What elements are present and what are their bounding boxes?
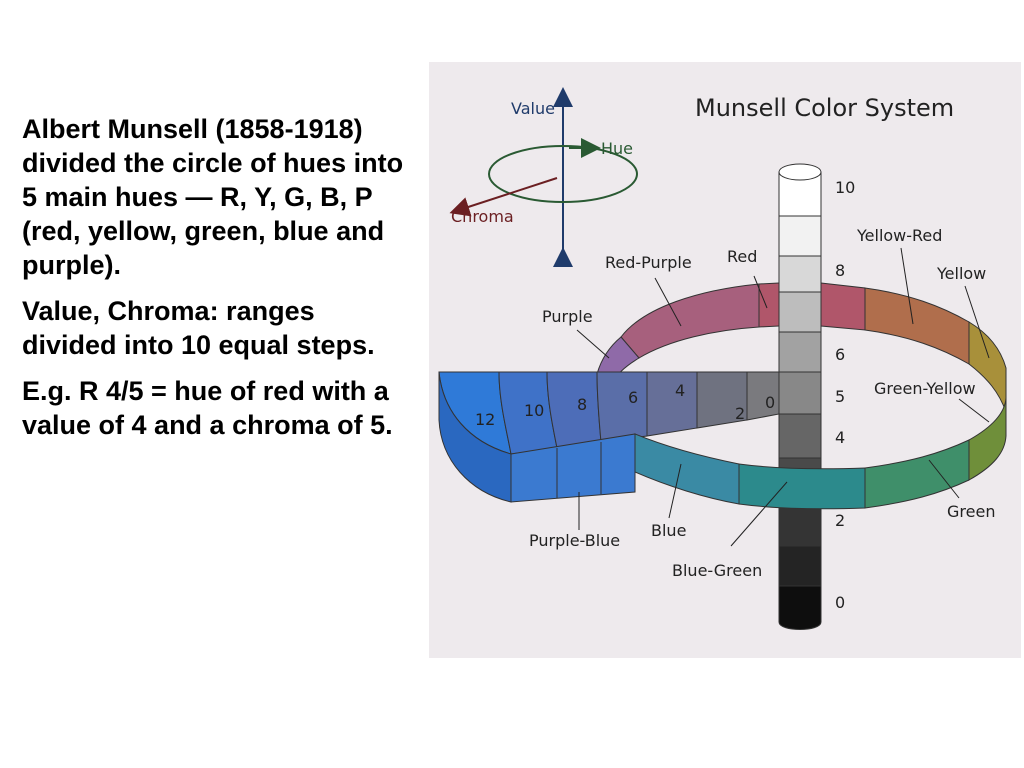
hue-label-green-yellow: Green-Yellow <box>874 379 976 398</box>
ring-segment-green <box>864 439 970 509</box>
legend-value-label: Value <box>511 99 555 118</box>
leader-yellow <box>964 285 990 359</box>
value-step-9 <box>778 215 822 257</box>
ring-segment-red-purple <box>620 283 760 359</box>
chroma-label-8: 8 <box>577 395 587 414</box>
axis-legend: Value Hue Chroma <box>449 87 638 267</box>
leader-green <box>928 459 960 499</box>
paragraph-value-chroma: Value, Chroma: ranges divided into 10 eq… <box>22 296 375 360</box>
leader-blue <box>668 463 682 519</box>
leader-green-yellow <box>958 398 990 423</box>
legend-chroma-label: Chroma <box>451 207 514 226</box>
ring-segment-green-yellow <box>968 397 1007 481</box>
value-step-8 <box>778 255 822 293</box>
hue-ring-front <box>634 397 1007 510</box>
chroma-band-0 <box>746 371 780 421</box>
ring-segment-yellow <box>968 321 1007 413</box>
hue-label-blue: Blue <box>651 521 686 540</box>
ring-segment-blue-green <box>738 463 866 510</box>
value-column-top <box>778 163 822 181</box>
ring-segment-blue <box>634 433 740 505</box>
chroma-band-4 <box>646 371 698 437</box>
leader-blue-green <box>730 481 788 547</box>
chroma-label-0: 0 <box>765 393 775 412</box>
value-label-6: 6 <box>835 345 845 364</box>
leader-red-purple <box>654 277 682 327</box>
chroma-slab <box>438 371 780 503</box>
chroma-band-8 <box>546 371 602 449</box>
leader-yellow-red <box>900 247 914 325</box>
chroma-label-2: 2 <box>735 404 745 423</box>
value-step-2 <box>778 501 822 547</box>
value-label-8: 8 <box>835 261 845 280</box>
chroma-label-10: 10 <box>524 401 544 420</box>
leader-red <box>753 275 768 309</box>
value-label-10: 10 <box>835 178 855 197</box>
chroma-label-6: 6 <box>628 388 638 407</box>
hue-label-yellow-red: Yellow-Red <box>856 226 942 245</box>
hue-labels: Red Red-Purple Purple Yellow-Red Yellow … <box>529 226 995 580</box>
hue-label-green: Green <box>947 502 995 521</box>
value-step-0 <box>778 585 822 630</box>
ring-segment-red-right <box>820 282 866 331</box>
chroma-label-4: 4 <box>675 381 685 400</box>
chroma-scale: 12 10 8 6 4 2 0 <box>475 381 775 429</box>
legend-hue-label: Hue <box>601 139 633 158</box>
hue-label-purple-blue: Purple-Blue <box>529 531 620 550</box>
hue-label-blue-green: Blue-Green <box>672 561 762 580</box>
chroma-axis-arrow <box>449 177 558 217</box>
munsell-diagram: Munsell Color System Value Hue Chroma <box>429 62 1021 658</box>
value-scale: 10 8 6 5 4 2 0 <box>835 178 855 612</box>
value-label-5: 5 <box>835 387 845 406</box>
leader-purple <box>576 329 610 359</box>
chroma-band-6 <box>596 371 648 443</box>
value-label-2: 2 <box>835 511 845 530</box>
value-step-5 <box>778 371 822 415</box>
hue-label-yellow: Yellow <box>936 264 986 283</box>
munsell-diagram-svg: Munsell Color System Value Hue Chroma <box>438 87 1007 630</box>
value-label-0: 0 <box>835 593 845 612</box>
hue-label-red-purple: Red-Purple <box>605 253 692 272</box>
diagram-title: Munsell Color System <box>695 94 954 122</box>
value-step-6 <box>778 331 822 373</box>
hue-label-purple: Purple <box>542 307 593 326</box>
value-step-7 <box>778 291 822 333</box>
ring-segment-yellow-red <box>864 287 970 365</box>
value-step-1 <box>778 545 822 587</box>
value-label-4: 4 <box>835 428 845 447</box>
value-column <box>778 163 822 630</box>
hue-label-red: Red <box>727 247 757 266</box>
slide-text: Albert Munsell (1858-1918) divided the c… <box>22 112 412 454</box>
hue-circle-arrow <box>488 145 638 203</box>
paragraph-example: E.g. R 4/5 = hue of red with a value of … <box>22 376 393 440</box>
chroma-label-12: 12 <box>475 410 495 429</box>
chroma-slab-side <box>438 371 512 503</box>
paragraph-munsell-hues: Albert Munsell (1858-1918) divided the c… <box>22 114 404 280</box>
value-step-4 <box>778 413 822 459</box>
